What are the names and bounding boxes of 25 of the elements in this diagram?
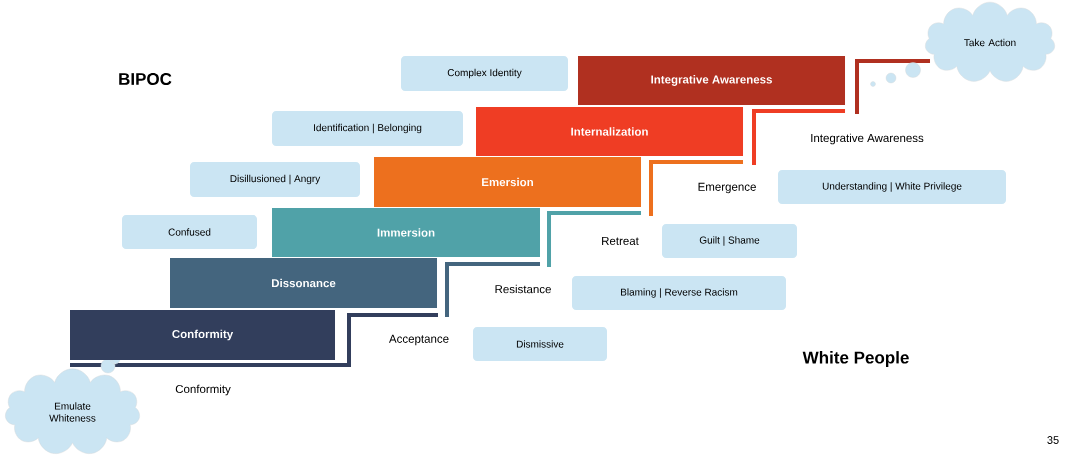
thought-cloud: Take Action — [925, 1, 1055, 82]
stage-label: Conformity — [175, 384, 231, 396]
feeling-tag: Understanding | White Privilege — [778, 170, 1006, 204]
thought-cloud: Emulate Whiteness — [5, 368, 140, 454]
group-heading: BIPOC — [119, 73, 172, 86]
feeling-tag: Guilt | Shame — [662, 224, 797, 258]
stage-label: Emergence — [698, 182, 756, 194]
feeling-tag: Disillusioned | Angry — [190, 162, 360, 197]
stage-bar: Dissonance — [170, 258, 437, 308]
feeling-tag: Confused — [122, 215, 257, 249]
feeling-tag: Dismissive — [473, 327, 607, 361]
group-heading: White People — [802, 351, 909, 367]
feeling-tag: Complex Identity — [401, 56, 568, 91]
stage-bar: Internalization — [476, 107, 743, 156]
feeling-tag: Blaming | Reverse Racism — [572, 276, 786, 310]
stage-bar: Immersion — [272, 208, 540, 257]
feeling-tag: Identification | Belonging — [272, 111, 463, 146]
stage-label: Integrative Awareness — [811, 133, 924, 145]
stage-bar: Conformity — [70, 310, 335, 360]
stage-label: Acceptance — [389, 334, 449, 346]
stage-label: Retreat — [602, 237, 639, 245]
page-number: 35 — [1047, 436, 1059, 444]
stage-bar: Integrative Awareness — [578, 56, 845, 105]
stage-label: Resistance — [495, 284, 551, 294]
stage-bar: Emersion — [374, 157, 641, 207]
